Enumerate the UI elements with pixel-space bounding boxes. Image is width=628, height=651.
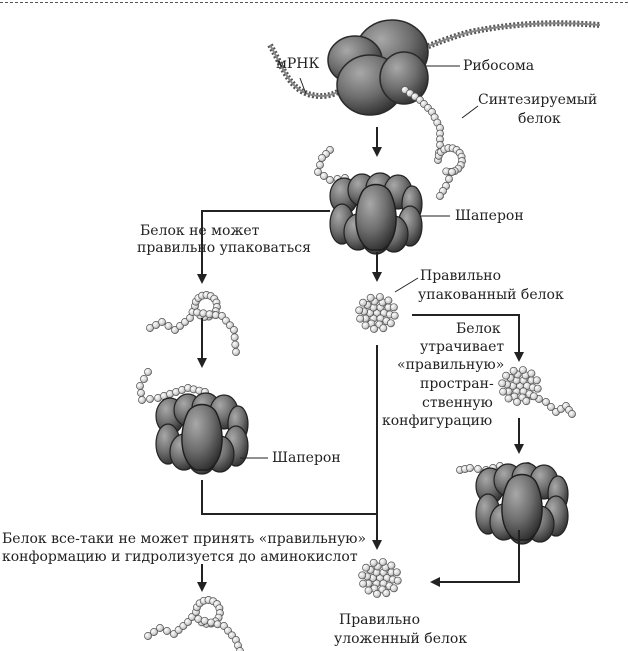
label-hydro-2: конформацию и гидролизуется до аминокисл… bbox=[2, 549, 358, 565]
label-packed-1: Правильно bbox=[420, 268, 502, 284]
chaperone-top bbox=[329, 172, 423, 255]
label-cannot-1: Белок не может bbox=[140, 223, 260, 239]
mrna-leader bbox=[299, 77, 307, 95]
label-loses-2: утрачивает bbox=[420, 339, 505, 355]
unfolded-left-strand bbox=[146, 291, 240, 356]
label-loses-1: Белок bbox=[456, 321, 501, 337]
arrow-chaperone-left-to-folded bbox=[201, 480, 377, 515]
label-packed-2: упакованный белок bbox=[418, 287, 564, 303]
correctly-folded-protein bbox=[358, 558, 402, 598]
mrna-strand bbox=[267, 20, 601, 100]
label-loses-5: ственную bbox=[422, 395, 493, 411]
arrow-chaperone-right-to-folded bbox=[430, 530, 520, 587]
mrna-strand-core bbox=[269, 22, 601, 98]
label-loses-4: простран- bbox=[420, 376, 494, 392]
top-dashed-border bbox=[0, 2, 628, 3]
label-folded-2: уложенный белок bbox=[334, 631, 468, 647]
chaperone-left bbox=[155, 392, 249, 475]
label-mrna: мРНК bbox=[276, 56, 320, 72]
label-chaperone-left: Шаперон bbox=[272, 450, 341, 466]
degraded-amino-chain bbox=[144, 596, 244, 651]
label-ribosome: Рибосома bbox=[463, 58, 535, 74]
label-loses-6: конфигурацию bbox=[382, 413, 493, 429]
arrow-cannot-pack bbox=[197, 210, 330, 284]
label-chaperone-top: Шаперон bbox=[455, 208, 524, 224]
unfolding-protein-cluster bbox=[498, 366, 542, 406]
label-synth-2: белок bbox=[518, 111, 561, 127]
ribosome bbox=[327, 19, 429, 116]
chaperone-right bbox=[475, 462, 569, 545]
correctly-packed-protein bbox=[355, 293, 399, 333]
label-synth-1: Синтезируемый bbox=[478, 92, 598, 108]
label-loses-3: «правильную» bbox=[397, 357, 505, 373]
label-cannot-2: правильно упаковаться bbox=[137, 240, 311, 256]
chain-into-left-chaperone bbox=[136, 368, 209, 404]
synth-leader bbox=[461, 105, 479, 119]
packed-leader bbox=[394, 277, 419, 293]
arrow-packed-loses-config bbox=[412, 314, 524, 362]
label-hydro-1: Белок все-таки не может принять «правиль… bbox=[2, 531, 367, 547]
nascent-protein-chain bbox=[401, 86, 466, 200]
label-folded-1: Правильно bbox=[339, 612, 421, 628]
